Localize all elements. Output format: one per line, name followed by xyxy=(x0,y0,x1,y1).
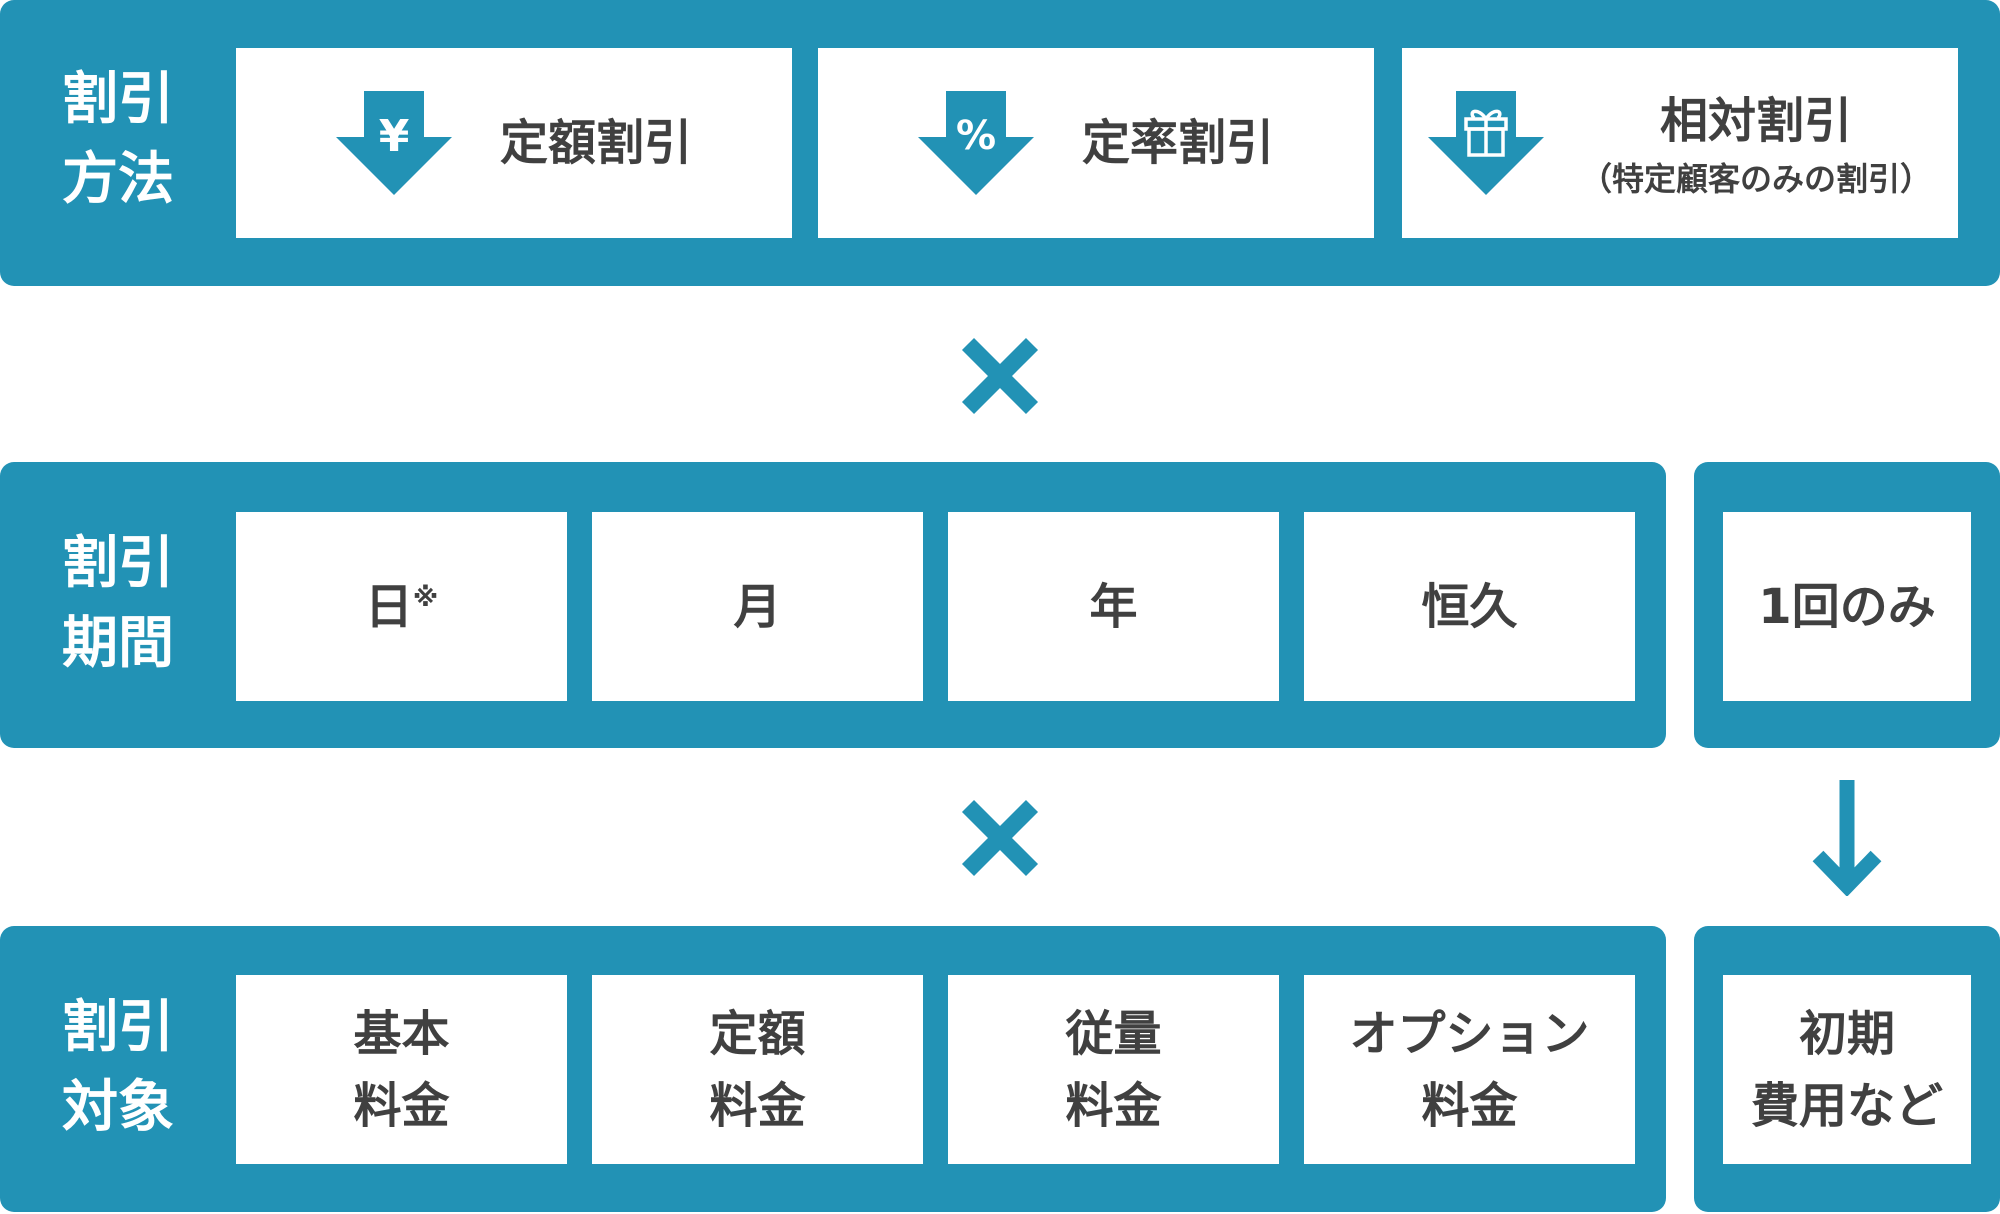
percentage-discount-text: 定率割引 xyxy=(1081,115,1274,171)
base-fee-line: 基本 xyxy=(353,1005,450,1062)
svg-text:¥: ¥ xyxy=(379,111,410,162)
period-year-box: 年 xyxy=(948,512,1279,701)
period-month-box: 月 xyxy=(592,512,923,701)
label-line: 対象 xyxy=(62,1075,174,1140)
metered-fee-line: 従量 xyxy=(1065,1005,1162,1062)
metered-fee-box: 従量 料金 xyxy=(948,975,1279,1164)
option-fee-line: 料金 xyxy=(1421,1077,1518,1134)
yen-down-arrow-icon: ¥ xyxy=(335,91,452,195)
label-line: 割引 xyxy=(62,67,174,132)
gift-down-arrow-icon xyxy=(1427,91,1544,195)
base-fee-box: 基本 料金 xyxy=(236,975,567,1164)
period-permanent-box: 恒久 xyxy=(1304,512,1635,701)
period-day-text: 日※ xyxy=(365,571,438,643)
period-day-label: 日 xyxy=(364,578,413,635)
discount-method-label: 割引 方法 xyxy=(30,60,206,220)
label-line: 割引 xyxy=(62,531,174,596)
discount-target-label: 割引 対象 xyxy=(30,988,206,1148)
period-day-box: 日※ xyxy=(236,512,567,701)
fixed-fee-box: 定額 料金 xyxy=(592,975,923,1164)
label-line: 方法 xyxy=(62,147,174,212)
footnote-mark: ※ xyxy=(412,582,439,613)
option-fee-line: オプション xyxy=(1349,1005,1590,1062)
fixed-fee-line: 料金 xyxy=(709,1077,806,1134)
multiply-icon xyxy=(961,337,1039,415)
svg-text:%: % xyxy=(956,113,996,159)
initial-cost-line: 初期 xyxy=(1798,1005,1895,1062)
period-year-text: 年 xyxy=(1089,578,1138,635)
period-permanent-text: 恒久 xyxy=(1421,578,1518,635)
relative-discount-text: 相対割引 xyxy=(1659,93,1852,149)
discount-period-label: 割引 期間 xyxy=(30,524,206,684)
relative-discount-box: 相対割引 （特定顧客のみの割引） xyxy=(1402,48,1958,238)
initial-cost-line: 費用など xyxy=(1750,1077,1943,1134)
label-line: 割引 xyxy=(62,995,174,1060)
fixed-fee-line: 定額 xyxy=(709,1005,806,1062)
percent-down-arrow-icon: % xyxy=(917,91,1034,195)
one-time-text: 1回のみ xyxy=(1758,578,1936,635)
label-line: 期間 xyxy=(62,611,174,676)
base-fee-line: 料金 xyxy=(353,1077,450,1134)
initial-cost-box: 初期 費用など xyxy=(1723,975,1971,1164)
one-time-box: 1回のみ xyxy=(1723,512,1971,701)
fixed-amount-discount-box: ¥ 定額割引 xyxy=(236,48,792,238)
relative-discount-subtext: （特定顧客のみの割引） xyxy=(1579,160,1932,198)
period-month-text: 月 xyxy=(733,578,782,635)
percentage-discount-box: % 定率割引 xyxy=(818,48,1374,238)
multiply-icon xyxy=(961,799,1039,877)
down-arrow-icon xyxy=(1812,780,1882,896)
fixed-amount-discount-text: 定額割引 xyxy=(499,115,692,171)
metered-fee-line: 料金 xyxy=(1065,1077,1162,1134)
option-fee-box: オプション 料金 xyxy=(1304,975,1635,1164)
